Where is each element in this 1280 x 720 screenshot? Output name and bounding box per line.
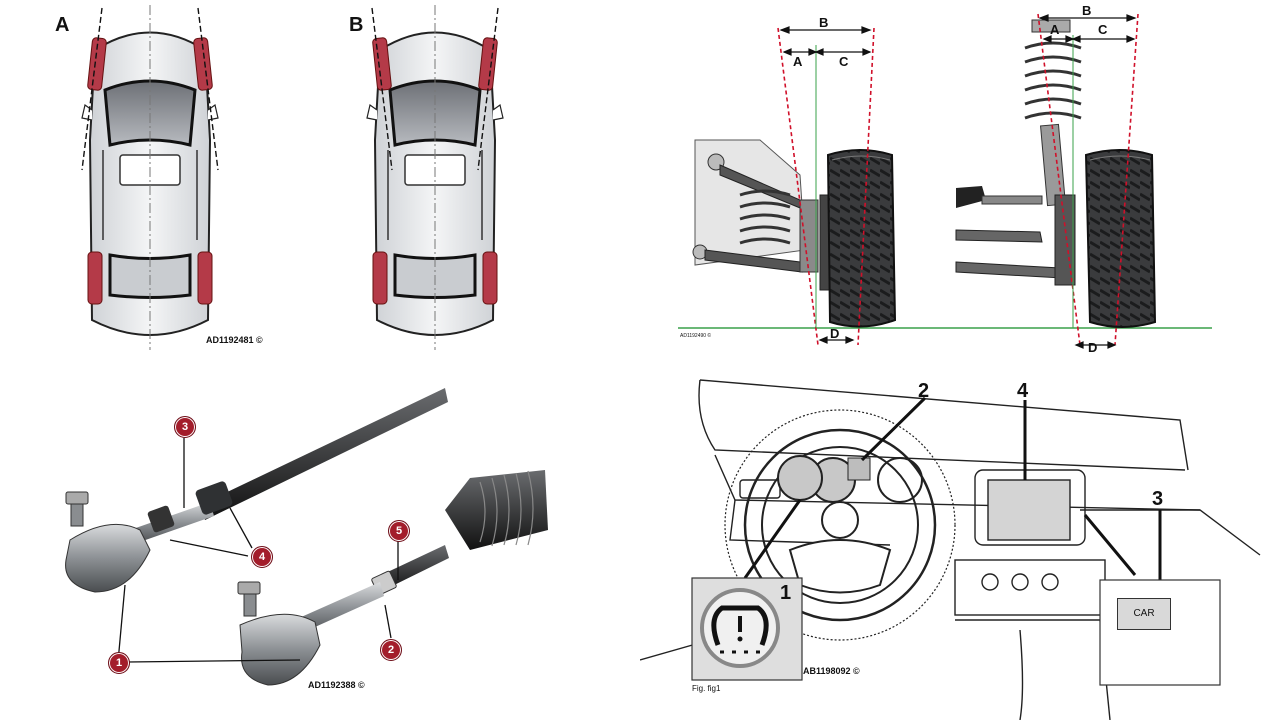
- dash-callout-4: 4: [1017, 380, 1029, 402]
- toe-diagram-panel: A B AD1192481 ©: [0, 0, 640, 360]
- right-suspension: [955, 19, 1157, 328]
- right-dim-a: A: [1050, 22, 1060, 37]
- car-a: [80, 5, 220, 350]
- tie-rod-illustration: [65, 388, 548, 686]
- tie-rod-panel: 3 4 1 2 5 AD1192388 ©: [0, 360, 640, 720]
- dash-callout-2: 2: [918, 380, 930, 402]
- dashboard-illustration: [640, 379, 1261, 720]
- car-b-label: B: [349, 14, 364, 36]
- car-a-label: A: [55, 14, 70, 36]
- car-button-inset: [1099, 579, 1221, 686]
- callout-2: 2: [380, 639, 402, 661]
- dash-callout-3: 3: [1152, 488, 1164, 510]
- toe-cars-illustration: [80, 5, 505, 350]
- tierods-figure-code: AD1192388 ©: [308, 680, 365, 690]
- cars-figure-code: AD1192481 ©: [206, 335, 263, 345]
- camber-illustration: [678, 13, 1212, 349]
- left-suspension: [692, 139, 897, 328]
- left-dim-a: A: [793, 54, 803, 69]
- tpms-warning-icon: [711, 605, 769, 646]
- left-dim-c: C: [839, 54, 849, 69]
- car-b: [365, 5, 505, 350]
- right-dim-b: B: [1082, 3, 1092, 18]
- dash-figure-code: AB1198092 ©: [803, 666, 860, 676]
- car-button: CAR: [1117, 598, 1171, 630]
- callout-3: 3: [174, 416, 196, 438]
- right-dim-c: C: [1098, 22, 1108, 37]
- camber-diagram-panel: B A C D B A C D AD1192490 ©: [640, 0, 1280, 360]
- callout-1: 1: [108, 652, 130, 674]
- left-dim-b: B: [819, 15, 829, 30]
- dash-callout-1: 1: [780, 582, 792, 604]
- dashboard-panel: 2 4 3 1 AB1198092 © Fig. fig1: [640, 360, 1280, 720]
- wheels-figure-code: AD1192490 ©: [680, 333, 712, 339]
- callout-4: 4: [251, 546, 273, 568]
- callout-5: 5: [388, 520, 410, 542]
- right-dim-d: D: [1088, 340, 1098, 355]
- fig-label: Fig. fig1: [692, 684, 721, 693]
- left-dim-d: D: [830, 326, 840, 341]
